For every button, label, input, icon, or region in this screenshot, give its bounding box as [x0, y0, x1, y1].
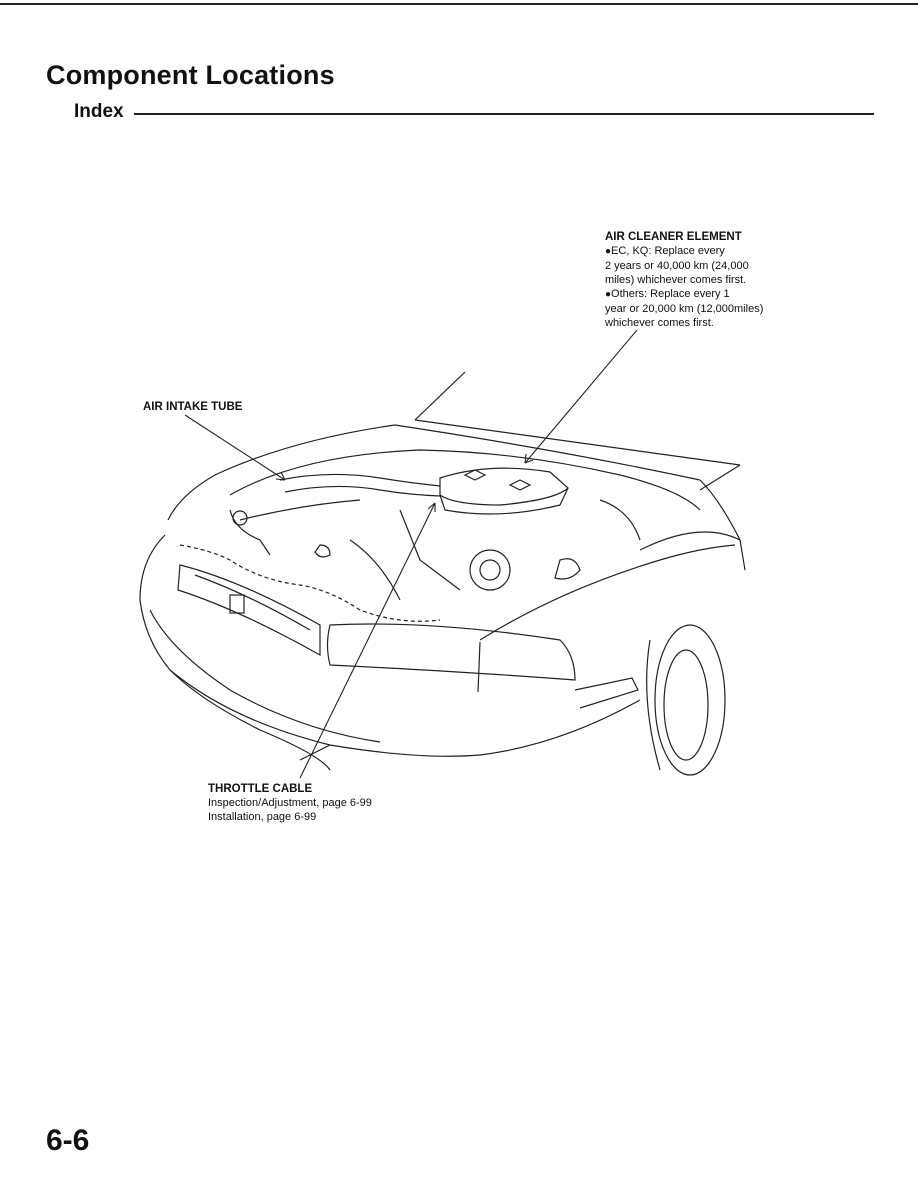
air-cleaner-line-5: year or 20,000 km (12,000miles)	[605, 303, 764, 315]
section-rule	[134, 113, 874, 115]
air-cleaner-heading: AIR CLEANER ELEMENT	[605, 231, 742, 243]
air-intake-callout: AIR INTAKE TUBE	[143, 400, 242, 414]
air-cleaner-line-4: ●Others: Replace every 1	[605, 288, 730, 300]
throttle-line-1: Inspection/Adjustment, page 6-99	[208, 797, 372, 809]
throttle-callout: THROTTLE CABLE Inspection/Adjustment, pa…	[208, 782, 372, 824]
section-title: Index	[74, 101, 124, 122]
top-rule	[0, 3, 918, 5]
air-intake-heading: AIR INTAKE TUBE	[143, 401, 243, 413]
air-cleaner-line-3: miles) whichever comes first.	[605, 274, 747, 286]
page-number: 6-6	[46, 1124, 90, 1157]
page-title: Component Locations	[46, 60, 335, 90]
air-cleaner-line-2: 2 years or 40,000 km (24,000	[605, 260, 749, 272]
air-cleaner-line-1: ●EC, KQ: Replace every	[605, 245, 725, 257]
air-cleaner-line-6: whichever comes first.	[605, 317, 714, 329]
throttle-line-2: Installation, page 6-99	[208, 811, 317, 823]
section-header: Index	[74, 101, 874, 125]
throttle-heading: THROTTLE CABLE	[208, 783, 313, 795]
air-cleaner-callout: AIR CLEANER ELEMENT ●EC, KQ: Replace eve…	[605, 230, 815, 330]
